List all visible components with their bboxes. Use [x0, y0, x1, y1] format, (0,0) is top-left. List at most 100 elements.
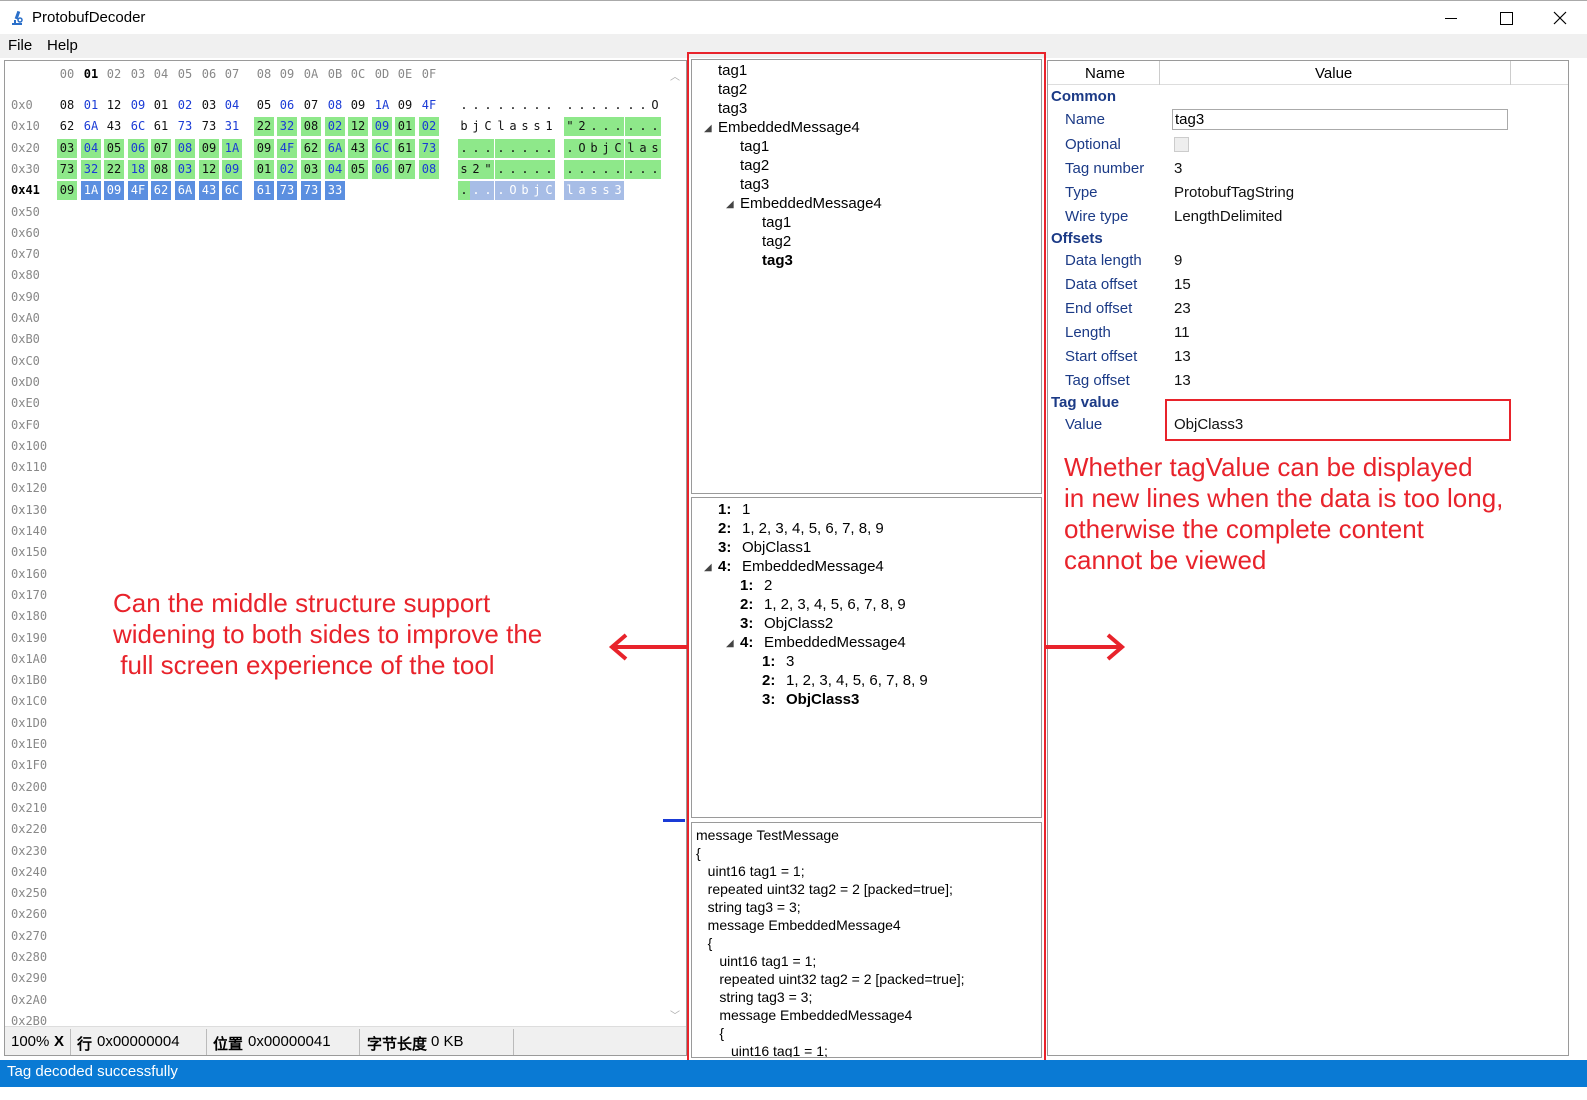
hex-byte[interactable]: 02: [277, 160, 297, 179]
value-node[interactable]: 1:1: [718, 500, 750, 519]
ascii-char[interactable]: j: [531, 181, 543, 200]
ascii-char[interactable]: .: [482, 181, 494, 200]
ascii-char[interactable]: C: [543, 181, 555, 200]
ascii-char[interactable]: .: [507, 160, 519, 179]
hex-byte[interactable]: 08: [175, 139, 195, 158]
hex-byte[interactable]: 33: [325, 181, 345, 200]
hex-byte[interactable]: 31: [224, 119, 240, 133]
menu-file[interactable]: File: [8, 37, 33, 54]
hex-byte[interactable]: 6A: [83, 119, 99, 133]
prop-tagoffset-value[interactable]: 13: [1174, 372, 1191, 389]
value-node[interactable]: 1:3: [762, 652, 794, 671]
ascii-char[interactable]: 1: [545, 119, 553, 133]
tree-node[interactable]: tag2: [718, 80, 747, 99]
prop-dataoffset-value[interactable]: 15: [1174, 276, 1191, 293]
tree-node[interactable]: tag1: [762, 213, 791, 232]
minimize-button[interactable]: [1424, 1, 1478, 35]
hex-byte[interactable]: 4F: [421, 98, 437, 112]
hex-byte[interactable]: 6C: [130, 119, 146, 133]
ascii-char[interactable]: .: [531, 160, 543, 179]
ascii-char[interactable]: .: [564, 139, 576, 158]
prop-wiretype-value[interactable]: LengthDelimited: [1174, 208, 1283, 225]
scroll-up-icon[interactable]: ︿: [670, 72, 680, 83]
ascii-char[interactable]: 3: [612, 181, 624, 200]
ascii-char[interactable]: .: [507, 139, 519, 158]
value-node[interactable]: 3:ObjClass1: [718, 538, 811, 557]
hex-byte[interactable]: 06: [279, 98, 295, 112]
hex-byte[interactable]: 01: [153, 98, 169, 112]
ascii-char[interactable]: .: [649, 160, 661, 179]
value-node[interactable]: 2:1, 2, 3, 4, 5, 6, 7, 8, 9: [718, 519, 884, 538]
ascii-char[interactable]: .: [482, 139, 494, 158]
ascii-char[interactable]: C: [612, 139, 624, 158]
value-node[interactable]: 3:ObjClass2: [740, 614, 833, 633]
ascii-char[interactable]: s: [458, 160, 470, 179]
ascii-char[interactable]: .: [614, 98, 622, 112]
zoom-level[interactable]: 100%: [11, 1033, 50, 1050]
hex-byte[interactable]: 08: [301, 117, 321, 136]
hex-byte[interactable]: 04: [224, 98, 240, 112]
hex-byte[interactable]: 73: [177, 119, 193, 133]
ascii-char[interactable]: l: [564, 181, 576, 200]
ascii-char[interactable]: .: [470, 139, 482, 158]
hex-byte[interactable]: 18: [128, 160, 148, 179]
ascii-char[interactable]: s: [521, 119, 529, 133]
hex-byte[interactable]: 05: [348, 160, 368, 179]
value-node[interactable]: 2:1, 2, 3, 4, 5, 6, 7, 8, 9: [740, 595, 906, 614]
ascii-char[interactable]: O: [651, 98, 659, 112]
tree-node[interactable]: tag1: [740, 137, 769, 156]
hex-byte[interactable]: 09: [222, 160, 242, 179]
ascii-char[interactable]: .: [543, 139, 555, 158]
name-field[interactable]: tag3: [1172, 109, 1508, 130]
scroll-down-icon[interactable]: ﹀: [670, 1011, 680, 1022]
ascii-char[interactable]: .: [588, 160, 600, 179]
hex-byte[interactable]: 09: [372, 117, 392, 136]
ascii-char[interactable]: s: [533, 119, 541, 133]
hex-byte[interactable]: 12: [199, 160, 219, 179]
hex-byte[interactable]: 43: [106, 119, 122, 133]
hex-byte[interactable]: 02: [177, 98, 193, 112]
ascii-char[interactable]: .: [545, 98, 553, 112]
ascii-char[interactable]: .: [495, 139, 507, 158]
hex-byte[interactable]: 43: [348, 139, 368, 158]
hex-byte[interactable]: 1A: [374, 98, 390, 112]
ascii-char[interactable]: .: [458, 139, 470, 158]
hex-byte[interactable]: 09: [199, 139, 219, 158]
ascii-char[interactable]: .: [578, 98, 586, 112]
ascii-char[interactable]: .: [602, 98, 610, 112]
ascii-char[interactable]: .: [600, 160, 612, 179]
ascii-char[interactable]: s: [649, 139, 661, 158]
hex-scrollbar[interactable]: ︿ ﹀: [663, 61, 686, 1026]
ascii-char[interactable]: 2: [576, 117, 588, 136]
hex-byte[interactable]: 4F: [277, 139, 297, 158]
hex-byte[interactable]: 08: [327, 98, 343, 112]
ascii-char[interactable]: .: [625, 160, 637, 179]
ascii-char[interactable]: .: [590, 98, 598, 112]
ascii-char[interactable]: .: [533, 98, 541, 112]
hex-byte[interactable]: 07: [395, 160, 415, 179]
ascii-char[interactable]: .: [649, 117, 661, 136]
tree-node[interactable]: tag3: [718, 99, 747, 118]
hex-byte[interactable]: 22: [104, 160, 124, 179]
hex-byte[interactable]: 6A: [325, 139, 345, 158]
ascii-char[interactable]: .: [495, 181, 507, 200]
hex-byte[interactable]: 02: [325, 117, 345, 136]
column-header-value[interactable]: Value: [1315, 65, 1353, 82]
hex-byte[interactable]: 09: [57, 181, 77, 200]
optional-checkbox[interactable]: [1174, 137, 1189, 152]
hex-byte[interactable]: 73: [301, 181, 321, 200]
hex-byte[interactable]: 01: [395, 117, 415, 136]
ascii-char[interactable]: ": [564, 117, 576, 136]
hex-byte[interactable]: 62: [59, 119, 75, 133]
hex-byte[interactable]: 04: [325, 160, 345, 179]
ascii-char[interactable]: .: [576, 160, 588, 179]
ascii-char[interactable]: .: [472, 98, 480, 112]
value-node[interactable]: 1:2: [740, 576, 772, 595]
proto-definition-panel[interactable]: message TestMessage{ uint16 tag1 = 1; re…: [691, 822, 1042, 1058]
ascii-char[interactable]: a: [637, 139, 649, 158]
ascii-char[interactable]: .: [519, 139, 531, 158]
ascii-char[interactable]: .: [470, 181, 482, 200]
